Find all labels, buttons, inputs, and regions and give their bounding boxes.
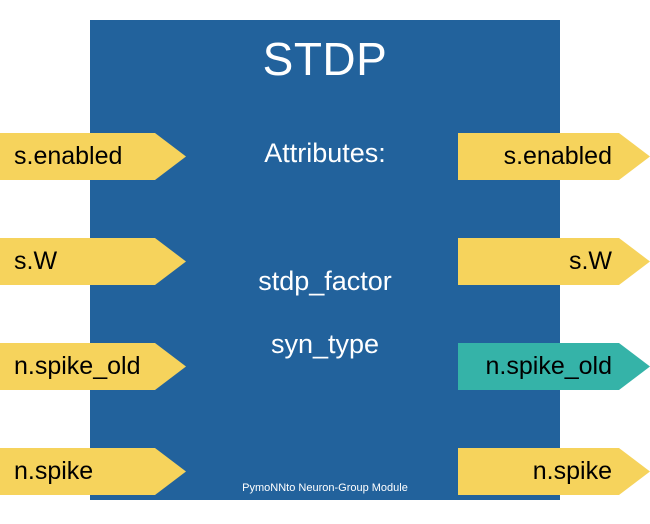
module-footer-caption: PymoNNto Neuron-Group Module <box>242 482 408 494</box>
input-tag-n-spike[interactable]: n.spike <box>0 448 186 495</box>
output-tag-label: s.enabled <box>503 142 612 170</box>
output-tag-label: n.spike_old <box>485 352 612 380</box>
input-tag-label: s.W <box>14 247 58 275</box>
input-tag-label: n.spike_old <box>14 352 141 380</box>
output-tag-n-spike[interactable]: n.spike <box>458 448 650 495</box>
module-title: STDP <box>262 33 388 85</box>
input-tag-n-spike-old[interactable]: n.spike_old <box>0 343 186 390</box>
attribute-item-syn-type: syn_type <box>270 329 380 359</box>
output-tag-s-w[interactable]: s.W <box>458 238 650 285</box>
output-tag-label: n.spike <box>532 457 612 485</box>
output-tag-label: s.W <box>568 247 612 275</box>
output-tag-s-enabled[interactable]: s.enabled <box>458 133 650 180</box>
attribute-item-stdp-factor: stdp_factor <box>258 266 392 296</box>
attributes-heading: Attributes: <box>264 138 386 168</box>
input-tag-label: s.enabled <box>14 142 123 170</box>
input-tag-s-w[interactable]: s.W <box>0 238 186 285</box>
input-tag-s-enabled[interactable]: s.enabled <box>0 133 186 180</box>
input-tag-label: n.spike <box>14 457 94 485</box>
output-tag-n-spike-old[interactable]: n.spike_old <box>458 343 650 390</box>
